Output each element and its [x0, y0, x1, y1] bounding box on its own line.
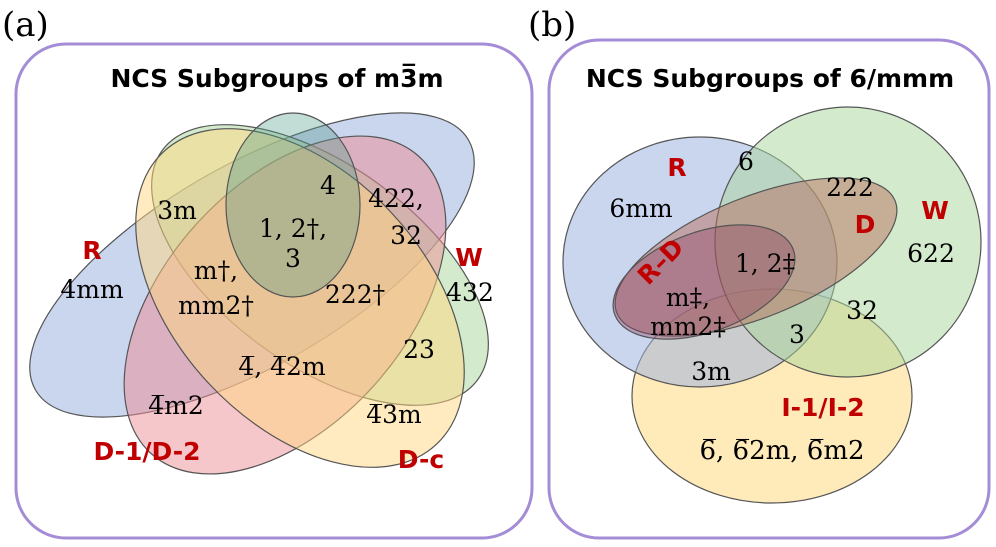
panel-b-title: NCS Subgroups of 6/mmm	[586, 64, 954, 93]
group-3m-b: 3m	[691, 357, 731, 386]
category-r-b: R	[667, 153, 686, 182]
category-d: D	[855, 210, 876, 239]
group-3-b: 3	[789, 320, 805, 349]
group-bar4-bar42m: 4̅, 4̅2m	[238, 352, 326, 381]
panel-b-label: (b)	[528, 5, 576, 45]
group-222-b: 222	[826, 173, 874, 202]
set-dc-ellipse	[135, 128, 465, 468]
group-m-b: m‡,	[666, 283, 710, 312]
category-i: I-1/I-2	[781, 393, 864, 422]
group-6: 6	[738, 147, 754, 176]
group-32-b: 32	[846, 296, 878, 325]
panel-a-title: NCS Subgroups of m3̅m	[110, 62, 443, 93]
category-w-b: W	[921, 196, 949, 225]
group-bar6: 6̅, 6̅2m, 6̅m2	[699, 436, 864, 466]
group-3m: 3m	[157, 196, 197, 225]
category-d12: D-1/D-2	[93, 437, 200, 466]
set-rd-ellipse	[612, 224, 796, 340]
group-m: m†,	[194, 256, 238, 285]
panel-a-frame	[14, 42, 534, 540]
group-6mm: 6mm	[609, 194, 673, 223]
panel-b: (b) NCS Subgroups of 6/mmm R W D R–D I-1…	[528, 5, 991, 540]
group-bar43m: 4̅3m	[366, 400, 422, 429]
category-dc: D-c	[398, 445, 444, 474]
group-23: 23	[403, 335, 435, 364]
group-4mm: 4mm	[60, 275, 124, 304]
set-central-ellipse	[225, 112, 361, 298]
group-bar4m2: 4̅m2	[148, 391, 204, 420]
set-d-ellipse	[614, 177, 898, 337]
group-432: 432	[446, 278, 494, 307]
group-622: 622	[907, 239, 955, 268]
category-w: W	[455, 243, 483, 272]
category-r: R	[82, 236, 101, 265]
group-1-2: 1, 2†,	[259, 214, 327, 243]
group-32: 32	[390, 221, 422, 250]
group-mm2-b: mm2‡	[650, 312, 726, 341]
panel-a-label: (a)	[2, 5, 49, 45]
panel-b-frame	[547, 38, 991, 540]
group-222: 222†	[325, 280, 385, 309]
group-4: 4	[320, 171, 336, 200]
group-mm2: mm2†	[178, 291, 254, 320]
group-422: 422,	[368, 184, 424, 213]
group-3: 3	[285, 244, 301, 273]
group-1-2-b: 1, 2‡	[735, 249, 795, 278]
panel-a: (a) NCS Subgroups of m3̅m R W D-1/D-2 D-…	[2, 5, 534, 540]
